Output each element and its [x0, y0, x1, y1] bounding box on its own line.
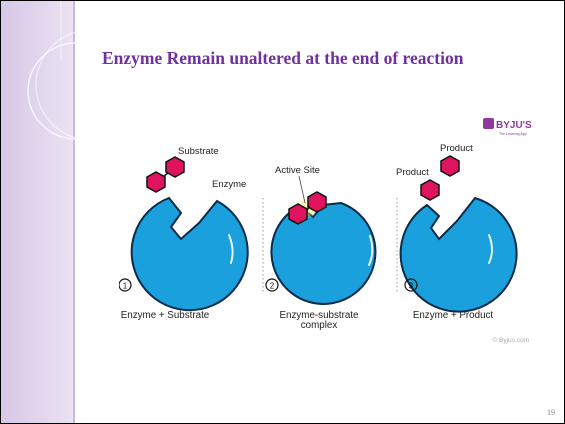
step-number: 3: [409, 282, 414, 291]
step-number: 2: [270, 282, 275, 291]
panel-caption: Enzyme + Product: [413, 310, 494, 321]
panel-caption-line2: complex: [301, 320, 338, 331]
step-number: 1: [123, 282, 128, 291]
logo-tagline: The Learning App: [499, 132, 527, 136]
substrate-hexagon: [289, 204, 307, 224]
enzyme-shape: [271, 203, 375, 304]
enzyme-shape: [401, 198, 517, 312]
active-site-label: Active Site: [275, 165, 320, 176]
substrate-hexagon: [166, 157, 184, 177]
product-label: Product: [396, 167, 429, 178]
panel-enzyme-substrate: Substrate Enzyme 1 Enzyme + Substrate: [119, 146, 248, 321]
substrate-hexagon: [147, 172, 165, 192]
substrate-hexagon: [308, 192, 326, 212]
slide-number: 19: [547, 408, 555, 417]
product-hexagon: [441, 156, 459, 176]
logo-mark: [483, 118, 494, 129]
decorative-arcs: [1, 1, 111, 181]
logo-brand: BYJU'S: [496, 120, 532, 131]
enzyme-shape: [132, 198, 248, 310]
credit-text: © Byjus.com: [492, 336, 529, 344]
panel-caption: Enzyme + Substrate: [121, 310, 210, 321]
product-label: Product: [440, 143, 473, 154]
panel-enzyme-product: Product Product 3 Enzyme + Product © Byj…: [396, 143, 529, 344]
slide-title: Enzyme Remain unaltered at the end of re…: [102, 48, 463, 69]
substrate-label: Substrate: [178, 146, 219, 157]
panel-enzyme-substrate-complex: Active Site 2 Enzyme-substrate complex: [266, 165, 375, 331]
byjus-logo: BYJU'S The Learning App: [483, 118, 532, 136]
product-hexagon: [421, 180, 439, 200]
enzyme-diagram: BYJU'S The Learning App Substrate Enzyme…: [119, 113, 543, 353]
enzyme-label: Enzyme: [212, 179, 246, 190]
